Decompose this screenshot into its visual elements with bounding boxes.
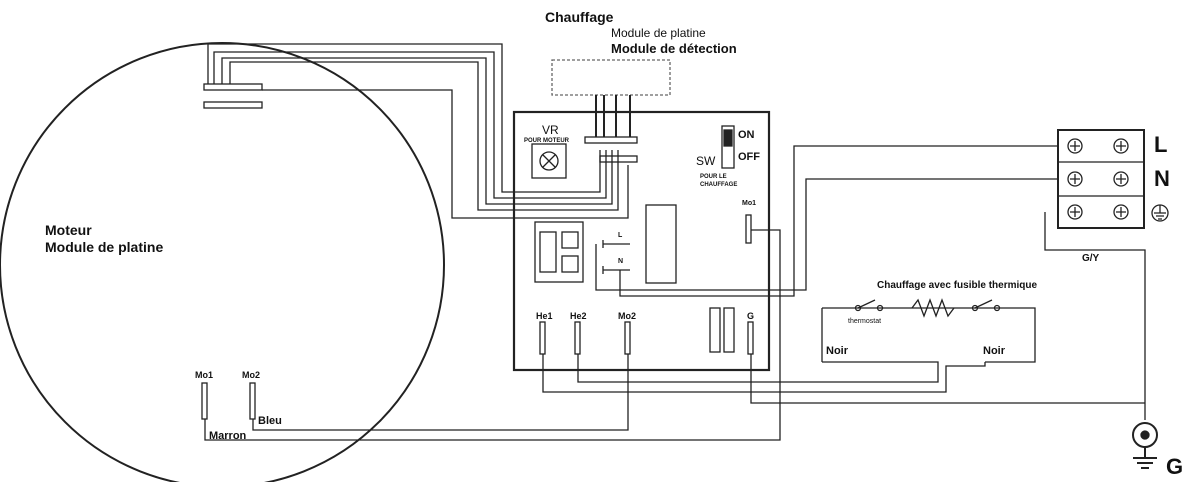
off-label: OFF — [738, 151, 760, 163]
pin-mo1 — [745, 214, 752, 244]
capacitor-right — [723, 307, 735, 353]
board-l-label: L — [618, 232, 623, 239]
ground-g-label: G — [1166, 454, 1184, 479]
motor-mo2-label: Mo2 — [242, 370, 260, 380]
vr-label: VR — [542, 123, 559, 137]
he2-label: He2 — [570, 311, 587, 321]
main-board — [512, 110, 771, 372]
board-mo1-label: Mo1 — [742, 200, 756, 207]
motor-label: Moteur — [45, 222, 92, 238]
pin-mo2 — [624, 321, 631, 355]
sw-switch — [721, 125, 735, 169]
board-n-label: N — [618, 258, 624, 265]
motor-mo1-label: Mo1 — [195, 370, 213, 380]
heater-resistor — [911, 298, 955, 318]
motor-connector-top — [203, 83, 263, 91]
thermostat-label: thermostat — [848, 318, 882, 325]
board-connector-mid — [599, 155, 638, 163]
on-label: ON — [738, 129, 755, 141]
motor-pin-mo2 — [249, 382, 256, 420]
pin-he1 — [539, 321, 546, 355]
relay-block — [645, 204, 677, 284]
he1-label: He1 — [536, 311, 553, 321]
detection-module-label: Module de détection — [611, 41, 737, 56]
heating-title: Chauffage — [545, 9, 614, 25]
board-module-label-top: Module de platine — [611, 26, 706, 40]
motor-board-module-label: Module de platine — [45, 239, 164, 255]
gy-label: G/Y — [1082, 253, 1100, 264]
transformer-block — [534, 221, 584, 283]
g-board-label: G — [747, 311, 755, 321]
bleu-label: Bleu — [258, 415, 282, 427]
noir-left-label: Noir — [826, 345, 848, 357]
noir-right-label: Noir — [983, 345, 1005, 357]
motor-connector-bottom — [203, 101, 263, 109]
motor-pin-mo1 — [201, 382, 208, 420]
for-motor-label: POUR MOTEUR — [524, 138, 569, 144]
pin-he2 — [574, 321, 581, 355]
heater-fuse-label: Chauffage avec fusible thermique — [877, 280, 1038, 291]
board-connector-top — [584, 136, 638, 144]
marron-label: Marron — [209, 430, 247, 442]
for-heating-label-2: CHAUFFAGE — [700, 182, 738, 188]
vr-potentiometer — [531, 143, 567, 179]
pin-g — [747, 321, 754, 355]
mo2-board-label: Mo2 — [618, 311, 636, 321]
terminal-l-label: L — [1154, 132, 1168, 157]
sw-label: SW — [696, 154, 716, 168]
motor-outline — [0, 42, 445, 482]
for-heating-label-1: POUR LE — [700, 174, 727, 180]
terminal-n-label: N — [1154, 166, 1170, 191]
detection-module-box — [551, 59, 671, 96]
capacitor-left — [709, 307, 721, 353]
